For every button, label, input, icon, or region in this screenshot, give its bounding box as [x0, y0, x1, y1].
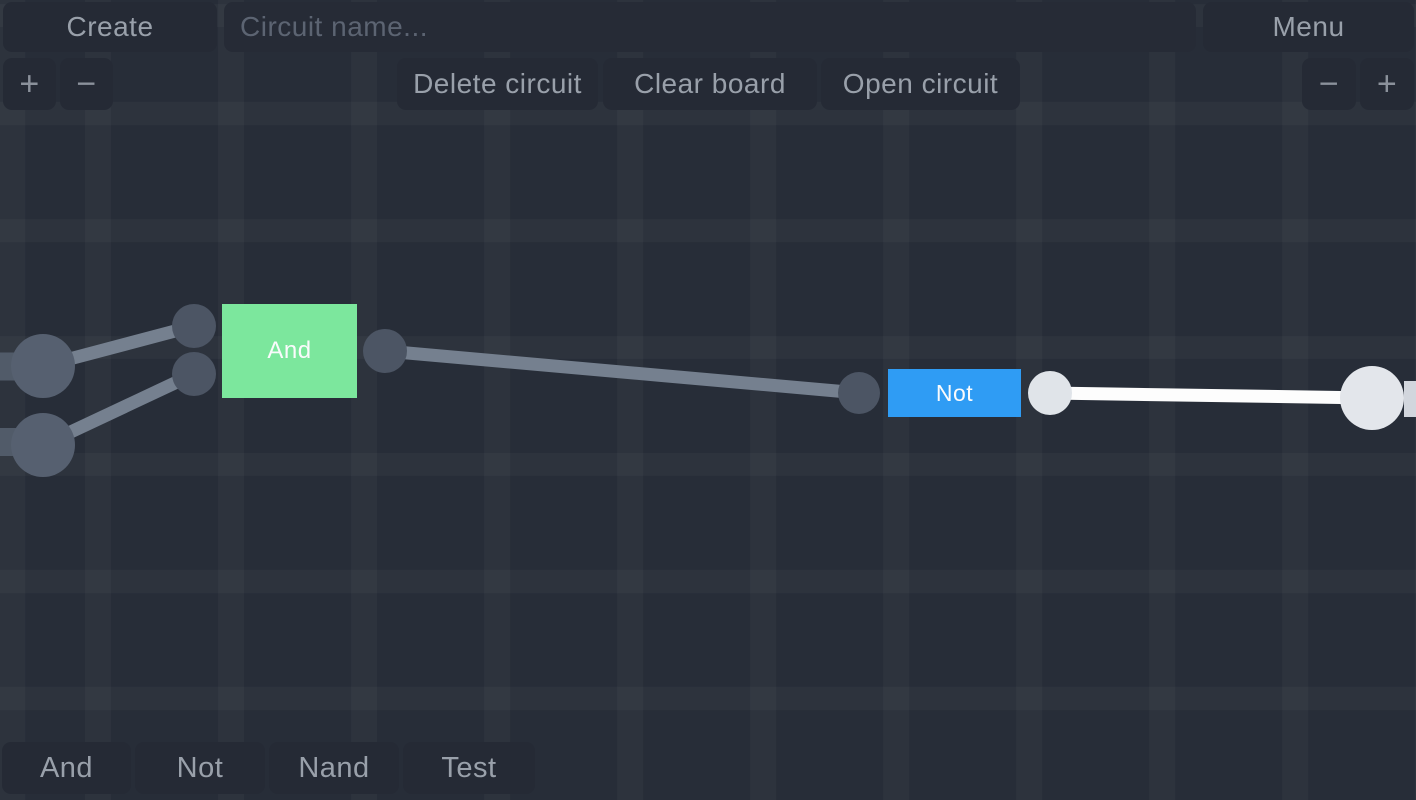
output-node[interactable] — [1340, 366, 1404, 430]
not-gate[interactable]: Not — [888, 369, 1021, 417]
not-input-pin[interactable] — [838, 372, 880, 414]
input-node-2[interactable] — [11, 413, 75, 477]
and-gate-label: And — [267, 337, 312, 364]
zoom-in-left-button[interactable]: + — [3, 58, 56, 110]
zoom-in-right-button[interactable]: + — [1360, 58, 1414, 110]
delete-circuit-button[interactable]: Delete circuit — [397, 58, 598, 110]
and-gate[interactable]: And — [222, 304, 357, 398]
palette-item-test[interactable]: Test — [403, 742, 535, 794]
open-circuit-button[interactable]: Open circuit — [821, 58, 1020, 110]
clear-board-button[interactable]: Clear board — [603, 58, 817, 110]
palette-item-nand[interactable]: Nand — [269, 742, 399, 794]
palette-item-and[interactable]: And — [2, 742, 131, 794]
zoom-out-right-button[interactable]: − — [1302, 58, 1356, 110]
zoom-out-left-button[interactable]: − — [60, 58, 113, 110]
create-button[interactable]: Create — [3, 2, 217, 52]
not-output-pin[interactable] — [1028, 371, 1072, 415]
and-output-pin[interactable] — [363, 329, 407, 373]
menu-button[interactable]: Menu — [1203, 2, 1414, 52]
not-gate-label: Not — [935, 379, 974, 406]
and-input-pin-2[interactable] — [172, 352, 216, 396]
wire-and-to-not[interactable] — [384, 344, 860, 400]
wire-not-to-output[interactable] — [1049, 386, 1373, 405]
palette-item-not[interactable]: Not — [135, 742, 265, 794]
and-input-pin-1[interactable] — [172, 304, 216, 348]
circuit-name-input[interactable] — [224, 2, 1196, 52]
input-node-1[interactable] — [11, 334, 75, 398]
